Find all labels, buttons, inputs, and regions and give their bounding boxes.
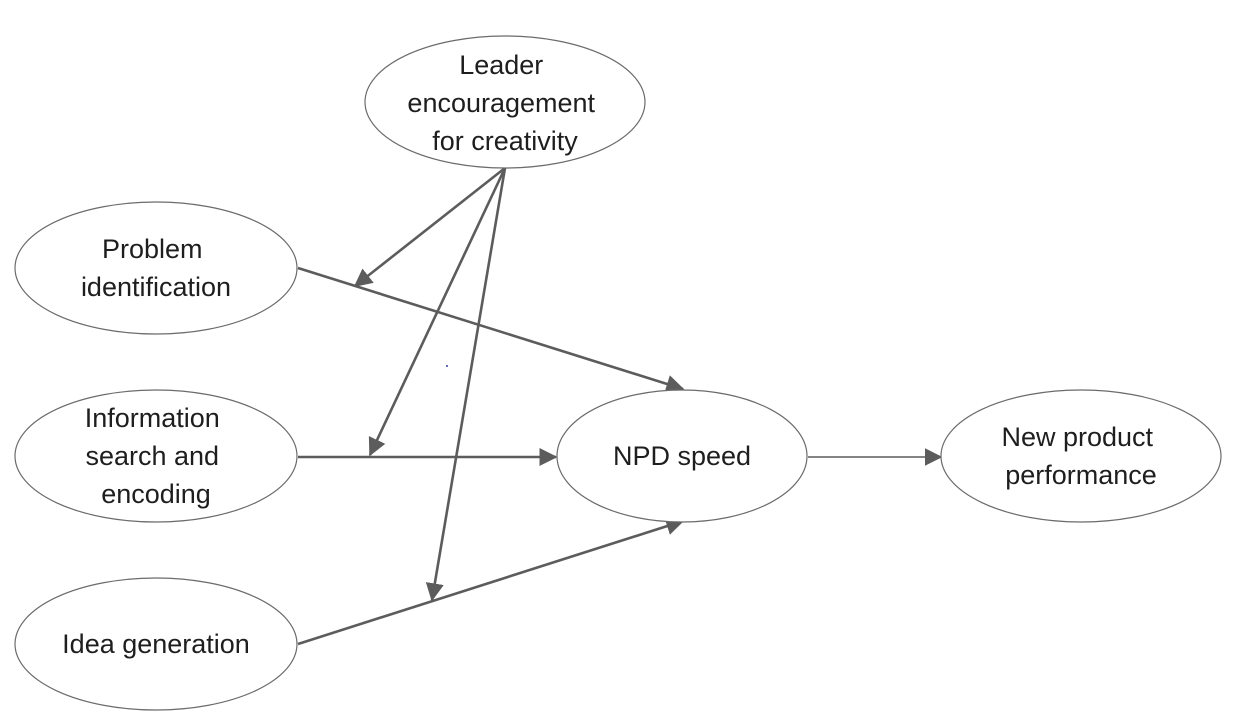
node-leader-label: Leader encouragement for creativity — [407, 50, 602, 156]
node-performance-label: New product performance — [1001, 422, 1160, 490]
node-leader-encouragement: Leader encouragement for creativity — [364, 35, 646, 169]
node-npd-shape — [556, 389, 808, 523]
edge-idea-to-npd — [297, 517, 685, 646]
node-leader-shape — [364, 35, 646, 169]
node-idea-line-1: Idea generation — [62, 629, 250, 659]
node-performance-shape — [940, 389, 1222, 523]
node-information-line-1: Information — [85, 403, 220, 433]
moderation-arrow-information-path — [368, 167, 507, 457]
moderation-arrow-idea-path — [425, 167, 507, 602]
node-idea-generation: Idea generation — [14, 577, 298, 711]
edge-problem-to-npd — [297, 266, 685, 393]
node-idea-shape — [14, 577, 298, 711]
node-information-line-3: encoding — [101, 479, 211, 509]
node-information-label: Information search and encoding — [85, 403, 228, 509]
node-leader-line-3: for creativity — [432, 126, 578, 156]
stray-dot — [446, 365, 448, 367]
node-problem-label: Problem identification — [81, 234, 231, 302]
node-leader-line-2: encouragement — [407, 88, 595, 118]
node-problem-line-2: identification — [81, 272, 231, 302]
node-problem-shape — [14, 201, 298, 335]
node-information-line-2: search and — [85, 441, 219, 471]
edges — [297, 166, 943, 646]
node-new-product-performance: New product performance — [940, 389, 1222, 523]
node-npd-label: NPD speed — [613, 441, 751, 471]
node-information-search: Information search and encoding — [14, 389, 298, 523]
moderation-arrow-problem-path — [353, 166, 506, 288]
node-leader-line-1: Leader — [459, 50, 543, 80]
node-npd-line-1: NPD speed — [613, 441, 751, 471]
node-information-shape — [14, 389, 298, 523]
node-problem-line-1: Problem — [102, 234, 203, 264]
node-performance-line-2: performance — [1005, 460, 1157, 490]
node-problem-identification: Problem identification — [14, 201, 298, 335]
node-npd-speed: NPD speed — [556, 389, 808, 523]
node-idea-label: Idea generation — [62, 629, 250, 659]
node-performance-line-1: New product — [1001, 422, 1153, 452]
